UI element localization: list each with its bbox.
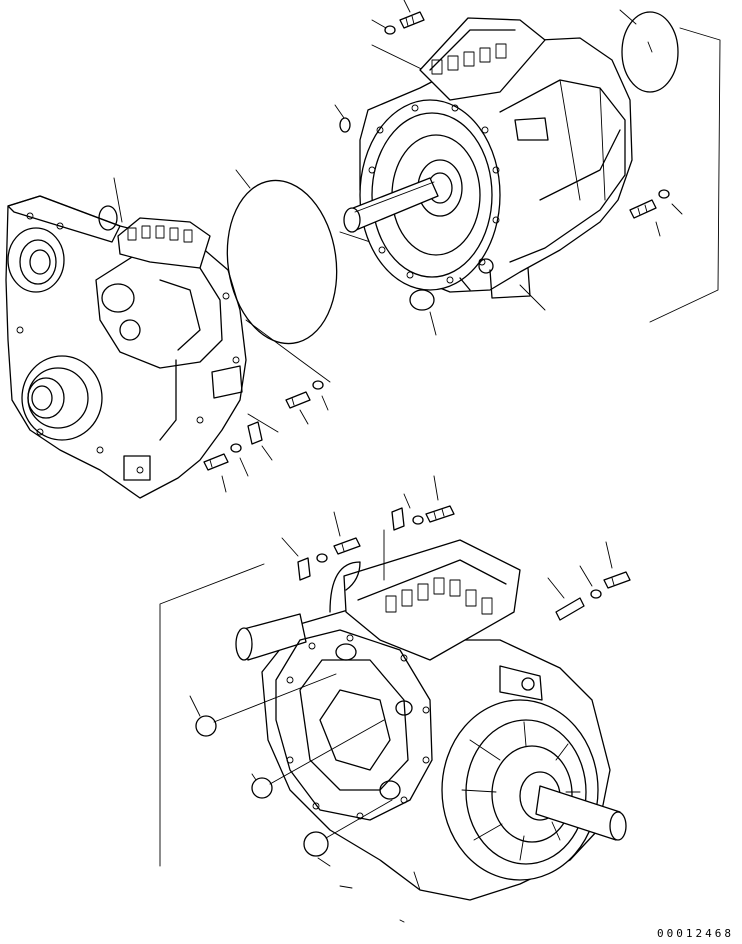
clip-icon <box>297 557 311 581</box>
upper-right-assembly <box>334 0 721 336</box>
washer-icon <box>658 189 670 199</box>
bolt-icon <box>333 537 361 555</box>
clip-icon <box>555 597 585 621</box>
clip-icon <box>247 421 263 445</box>
washer-icon <box>316 553 328 563</box>
bolt-icon <box>603 571 631 589</box>
bolt-icon <box>629 199 657 219</box>
drawing-number: 00012468 <box>657 927 734 940</box>
bolt-icon <box>203 453 229 471</box>
washer-icon <box>590 589 602 599</box>
washer-icon <box>312 380 324 390</box>
transmission-case-assembly <box>159 475 631 923</box>
bolt-icon <box>285 391 311 409</box>
bolt-icon <box>399 11 425 29</box>
washer-icon <box>384 25 396 35</box>
clip-icon <box>391 507 405 531</box>
washer-icon <box>230 443 242 453</box>
bolt-icon <box>425 505 455 523</box>
washer-icon <box>412 515 424 525</box>
left-gear-housing <box>5 169 338 499</box>
